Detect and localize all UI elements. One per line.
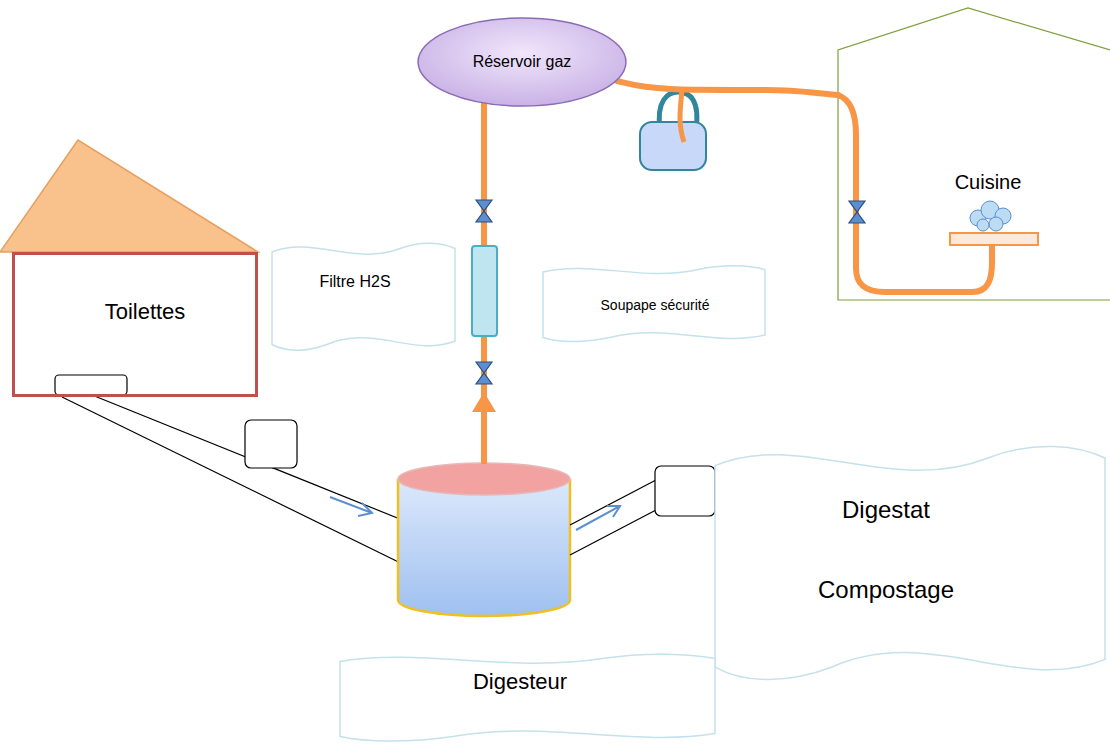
- digester-tank: [398, 463, 570, 616]
- kitchen-outline: [838, 8, 1110, 300]
- banner-outline: [272, 238, 455, 355]
- label-banner: DigestatCompostage: [715, 435, 1105, 690]
- node-label: Toilettes: [105, 296, 186, 328]
- kitchen-house: Cuisine: [838, 50, 1110, 300]
- node-label: Cuisine: [955, 168, 1022, 197]
- node-label: Filtre H2S: [319, 270, 390, 293]
- node-label: Digestat: [842, 493, 930, 528]
- node-label: Soupape sécurité: [601, 295, 710, 315]
- valve: [476, 200, 492, 384]
- label-banner: Soupape sécurité: [543, 262, 765, 345]
- flame: [970, 201, 1011, 231]
- outlet-pipe: [570, 466, 715, 555]
- gas-tank: Réservoir gaz: [417, 17, 627, 107]
- gas-pipe: [472, 100, 496, 464]
- safety-valve: [640, 90, 706, 170]
- node-label: Compostage: [818, 573, 954, 608]
- h2s-filter: [472, 246, 497, 336]
- banner-outline: [715, 435, 1105, 690]
- label-banner: Digesteur: [340, 650, 715, 745]
- inlet-pipe: [62, 395, 452, 575]
- toilet-house: Toilettes: [12, 252, 258, 397]
- node-label: Digesteur: [473, 666, 567, 698]
- gas-pipe: [617, 81, 838, 95]
- banner-outline: [340, 650, 715, 745]
- valve: [849, 201, 865, 223]
- kitchen-pipe: [838, 95, 992, 292]
- label-banner: Filtre H2S: [272, 238, 455, 355]
- node-label: Réservoir gaz: [467, 50, 577, 73]
- toilet-drain: [55, 375, 127, 395]
- toilet-roof: [0, 140, 258, 252]
- stove: [950, 233, 1038, 245]
